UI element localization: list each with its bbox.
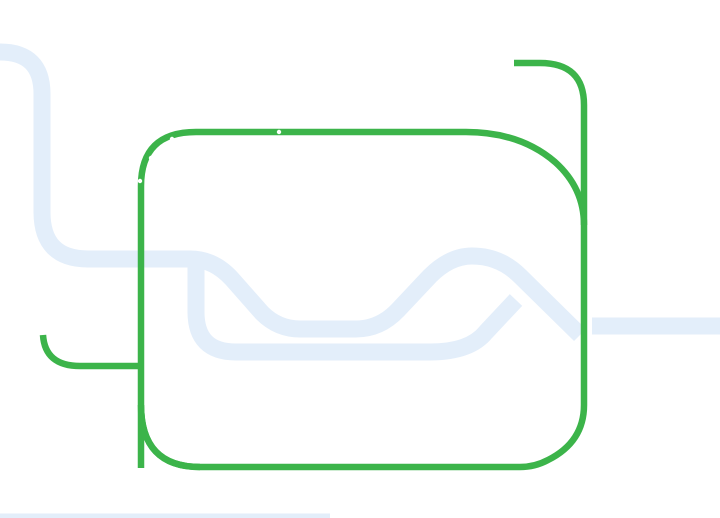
han-river [0,43,720,518]
minor-station-dots [137,129,282,184]
line-2-track [39,59,588,471]
